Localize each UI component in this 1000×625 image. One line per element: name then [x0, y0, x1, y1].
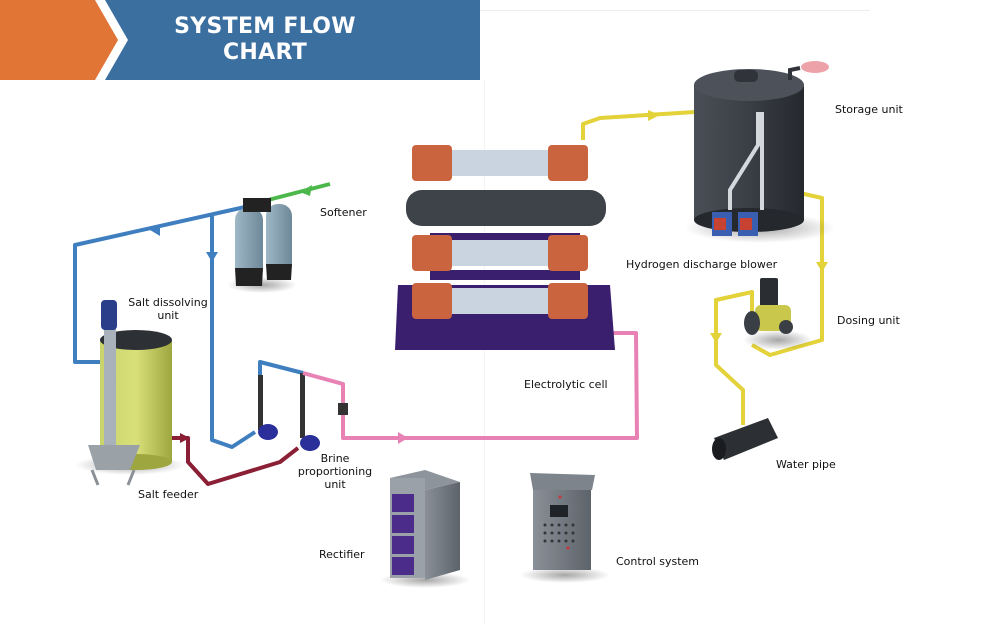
label-electrolytic-cell: Electrolytic cell	[524, 378, 608, 391]
label-storage-unit: Storage unit	[835, 103, 903, 116]
label-line: unit	[324, 478, 346, 491]
banner-background	[105, 0, 480, 80]
pipe-dosing-to-waterpipe	[714, 290, 754, 425]
label-line: unit	[157, 309, 179, 322]
label-line: proportioning	[297, 465, 373, 478]
label-salt-dissolving-unit: Salt dissolving unit	[128, 296, 208, 322]
pipe-cell-to-storage	[581, 110, 696, 140]
label-water-pipe: Water pipe	[776, 458, 836, 471]
flow-arrow-pink	[398, 432, 408, 444]
rectifier-icon	[380, 470, 470, 588]
brine-valve	[338, 403, 348, 415]
label-line: Brine	[320, 452, 350, 465]
flow-arrow-green	[300, 185, 312, 196]
title-banner	[0, 0, 480, 80]
salt-dissolving-tank-icon	[75, 300, 185, 486]
label-softener: Softener	[320, 206, 367, 219]
storage-tank-icon	[685, 61, 835, 243]
title-line-1: SYSTEM FLOW	[174, 14, 356, 39]
flow-arrow-yellow-down	[816, 262, 828, 272]
title-line-2: CHART	[222, 40, 308, 65]
faint-center-divider	[484, 80, 485, 625]
header-divider	[480, 10, 870, 11]
pipe-brine-manifold	[258, 360, 304, 377]
water-pipe-icon	[712, 418, 778, 460]
inlet-water-pipe	[267, 182, 331, 202]
label-dosing-unit: Dosing unit	[837, 314, 900, 327]
electrolytic-cell-icon	[395, 145, 615, 350]
label-rectifier: Rectifier	[319, 548, 365, 561]
orange-chevron	[0, 0, 118, 80]
label-control-system: Control system	[616, 555, 700, 568]
pipe-storage-to-dosing	[751, 191, 824, 357]
label-salt-feeder: Salt feeder	[138, 488, 199, 501]
label-brine-proportioning-unit: Brine proportioning unit	[290, 452, 380, 491]
flow-arrow-yellow-right	[648, 110, 660, 121]
page-title: SYSTEM FLOW CHART	[130, 14, 400, 66]
flow-arrow-blue-down	[206, 252, 218, 262]
label-hydrogen-discharge-blower: Hydrogen discharge blower	[626, 258, 778, 271]
pipe-softener-to-brine-pump	[210, 213, 257, 449]
flow-arrow-brine	[180, 433, 190, 443]
flow-arrow-blue-left	[150, 224, 160, 236]
brine-pumps-icon	[258, 373, 320, 451]
flow-arrow-yellow-down-2	[710, 333, 722, 343]
label-line: Salt dissolving	[128, 296, 208, 309]
softener-icon	[227, 198, 297, 293]
control-cabinet-icon	[520, 473, 610, 583]
product-pipe	[581, 110, 824, 425]
dosing-pump-icon	[743, 278, 813, 350]
